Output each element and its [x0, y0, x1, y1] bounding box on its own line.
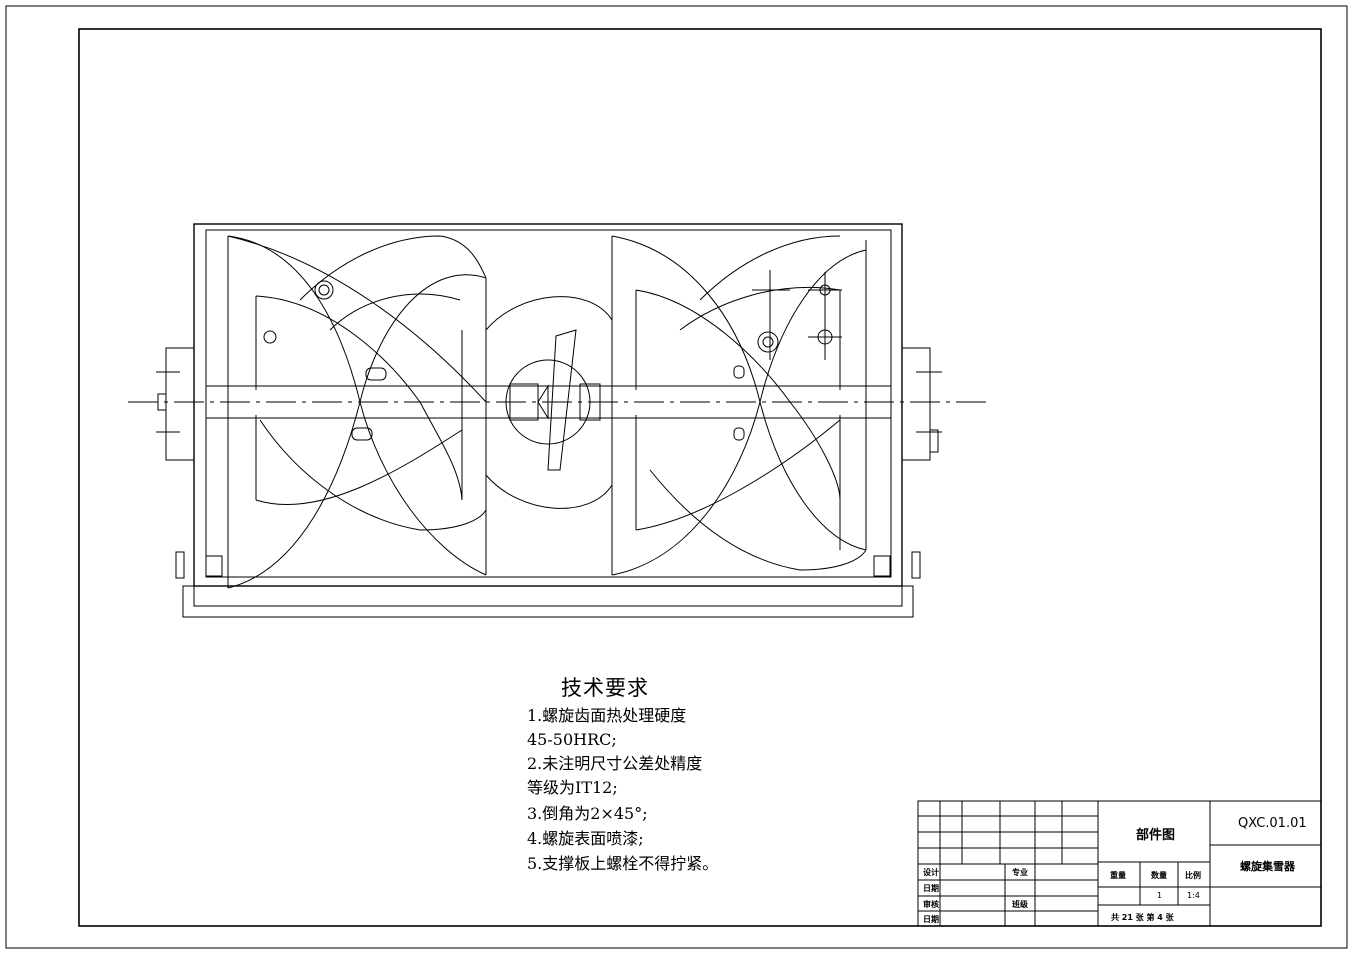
sheet-info: 共 21 张 第 4 张 [1111, 913, 1174, 922]
drawing-type: 部件图 [1136, 828, 1176, 843]
outer-border [5, 5, 1348, 949]
quantity-label: 数量 [1151, 871, 1167, 880]
support-plate-inner [193, 585, 903, 607]
tech-line: 2.未注明尺寸公差处精度 [527, 754, 703, 773]
nut-left-top [314, 280, 334, 300]
inner-border [78, 28, 1322, 927]
bolt-bottom-right [873, 555, 891, 577]
bolt-right-outer [911, 551, 921, 579]
tech-line: 3.倒角为2×45°; [527, 804, 648, 823]
tech-line: 5.支撑板上螺栓不得拧紧。 [527, 854, 719, 873]
drawing-number: QXC.01.01 [1238, 816, 1307, 831]
quantity-value: 1 [1157, 891, 1163, 900]
tech-line: 1.螺旋齿面热处理硬度 [527, 706, 687, 725]
date-label-2: 日期 [923, 915, 939, 924]
date-label-1: 日期 [923, 884, 939, 893]
tech-requirements-title: 技术要求 [561, 676, 649, 700]
class-label: 班级 [1012, 900, 1028, 909]
tech-line: 45-50HRC; [527, 730, 617, 749]
part-name: 螺旋集雪器 [1240, 860, 1295, 873]
weight-label: 重量 [1110, 871, 1126, 880]
major-label: 专业 [1012, 868, 1028, 877]
scale-value: 1:4 [1187, 891, 1200, 900]
bolt-bottom-left [205, 555, 223, 577]
auger-assembly-view [128, 223, 988, 618]
bearing-block-right [901, 347, 931, 461]
tech-line: 等级为IT12; [527, 778, 618, 797]
support-plate [182, 585, 914, 618]
title-block-frame [917, 800, 1322, 927]
scale-label: 比例 [1185, 871, 1201, 880]
review-label: 审核 [923, 900, 939, 909]
tech-line: 4.螺旋表面喷漆; [527, 829, 644, 848]
hole-left [263, 330, 277, 344]
bolt-left-outer [175, 551, 185, 579]
impeller-disk [485, 296, 613, 509]
nut-right-a [757, 331, 779, 353]
design-label: 设计 [923, 868, 939, 877]
bearing-block-left [165, 347, 195, 461]
